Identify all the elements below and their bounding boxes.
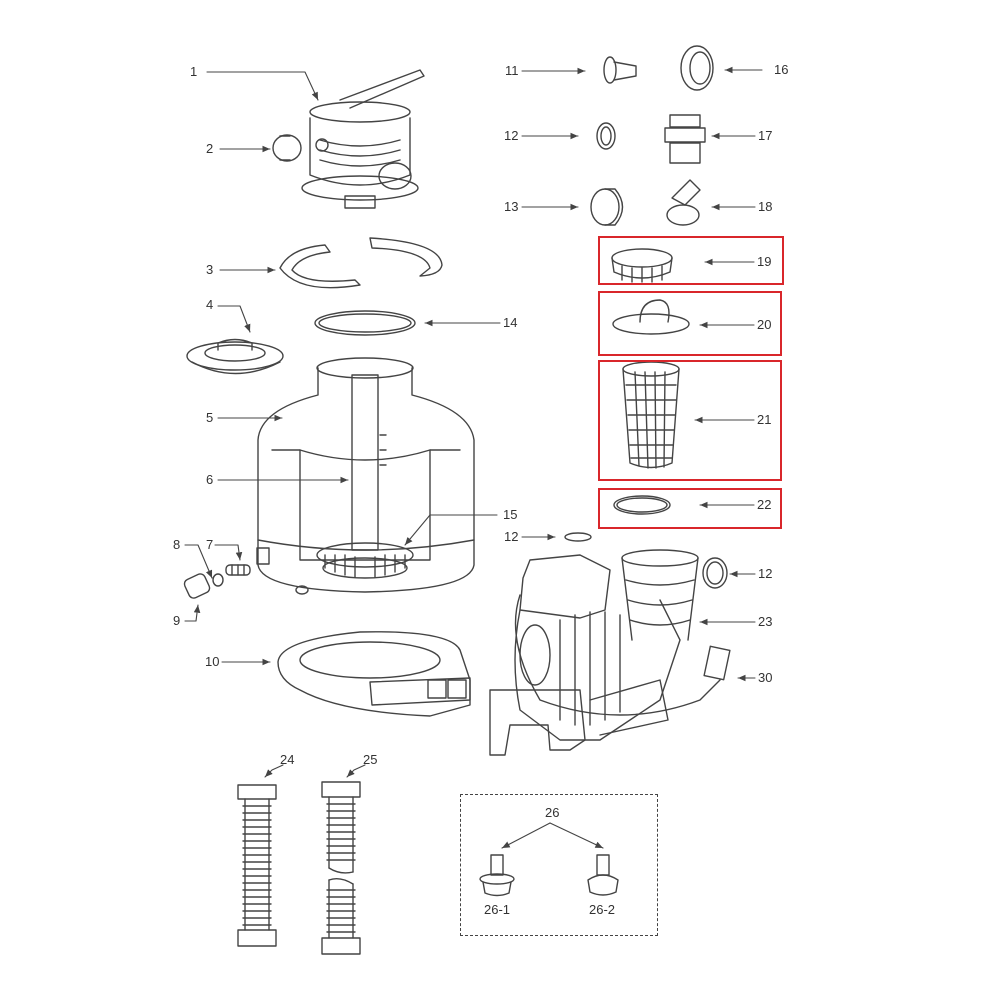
part-8-oring	[212, 573, 224, 587]
part-12-oring-b	[564, 532, 592, 542]
label-12a: 12	[504, 128, 519, 143]
label-2: 2	[206, 141, 214, 156]
part-30-gfci	[703, 645, 731, 681]
label-12b: 12	[504, 529, 519, 544]
part-23-pump	[489, 549, 721, 756]
part-20-cover	[612, 299, 690, 335]
part-2-cap	[272, 134, 302, 162]
part-13-cap	[590, 188, 624, 226]
part-16-nut	[680, 45, 714, 91]
leader-lines	[184, 66, 763, 849]
label-8: 8	[173, 537, 181, 552]
label-1: 1	[190, 64, 198, 79]
label-18: 18	[758, 199, 773, 214]
part-12-oring-c	[702, 557, 728, 589]
part-11-hose-adapter	[603, 56, 637, 84]
part-6-pipe	[351, 374, 387, 551]
highlight-box-21	[598, 360, 782, 481]
drain-port	[256, 547, 270, 565]
label-24: 24	[280, 752, 295, 767]
label-17: 17	[758, 128, 773, 143]
part-18-clamp	[666, 179, 701, 226]
label-22: 22	[757, 497, 772, 512]
label-15: 15	[503, 507, 518, 522]
label-26-1: 26-1	[484, 902, 511, 917]
part-3-clamps	[279, 237, 443, 289]
label-3: 3	[206, 262, 214, 277]
label-9: 9	[173, 613, 181, 628]
highlight-box-22	[598, 488, 782, 529]
label-13: 13	[504, 199, 519, 214]
part-26-2-valve	[587, 854, 619, 896]
label-16: 16	[774, 62, 789, 77]
part-19-lid-ring	[611, 248, 673, 283]
part-9-cap	[183, 573, 211, 599]
label-20: 20	[757, 317, 772, 332]
label-19: 19	[757, 254, 772, 269]
label-10: 10	[205, 654, 220, 669]
label-23: 23	[758, 614, 773, 629]
label-4: 4	[206, 297, 214, 312]
part-26-group-box	[460, 794, 658, 936]
label-7: 7	[206, 537, 214, 552]
label-21: 21	[757, 412, 772, 427]
part-21-basket	[622, 361, 680, 469]
label-30: 30	[758, 670, 773, 685]
label-25: 25	[363, 752, 378, 767]
label-11: 11	[505, 63, 519, 78]
label-6: 6	[206, 472, 214, 487]
part-25-hose	[321, 781, 361, 955]
highlight-box-20	[598, 291, 782, 356]
part-7-drain-plug	[225, 564, 251, 576]
part-15-laterals	[316, 542, 414, 579]
label-14: 14	[503, 315, 518, 330]
label-26: 26	[545, 805, 560, 820]
label-5: 5	[206, 410, 214, 425]
part-10-base	[277, 631, 471, 717]
label-26-2: 26-2	[589, 902, 616, 917]
label-12c: 12	[758, 566, 773, 581]
part-24-hose	[237, 784, 277, 947]
part-12-oring	[596, 122, 616, 150]
part-1-multiport-valve	[301, 69, 425, 209]
highlight-box-19	[598, 236, 784, 285]
part-26-1-valve	[479, 854, 515, 897]
part-17-connector	[664, 114, 706, 164]
part-14-oring	[314, 310, 416, 336]
part-22-oring	[613, 495, 671, 515]
part-4-lid	[186, 338, 284, 375]
